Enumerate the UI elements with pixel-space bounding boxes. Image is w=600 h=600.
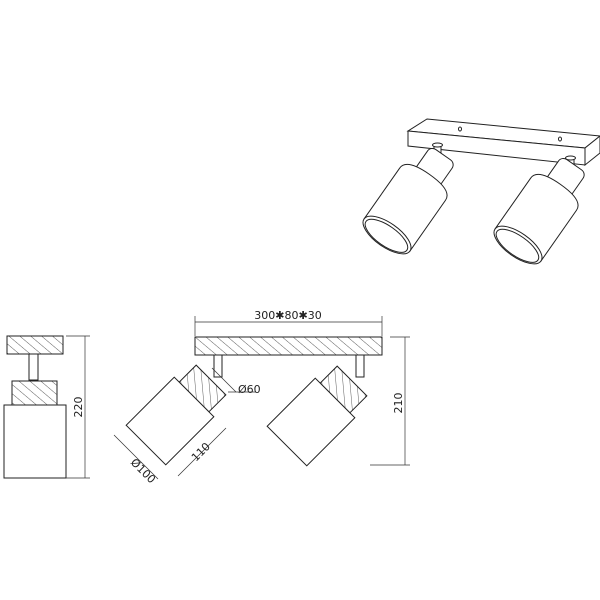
perspective-view — [362, 118, 600, 265]
dimension-total-height-side: 220 — [72, 397, 85, 418]
stem-left — [213, 354, 223, 378]
dimension-shade-diameter: Ø100 — [128, 456, 158, 486]
dimension-total-height-front: 210 — [392, 393, 405, 414]
spotlight-left — [362, 147, 454, 255]
side-view: 220 — [3, 335, 90, 479]
bar-section — [194, 336, 383, 356]
bar-section — [6, 335, 64, 355]
dimension-shade-length: 110 — [189, 440, 213, 464]
screw-hole — [458, 126, 462, 132]
spotlight-right — [266, 365, 368, 467]
spotlight-right — [493, 157, 585, 265]
stem — [28, 353, 39, 381]
screw-hole — [558, 136, 562, 142]
bar-side-face — [584, 135, 600, 167]
shade — [3, 404, 67, 479]
dimension-bar-size: 300✱80✱30 — [254, 309, 321, 322]
spotlight-left — [125, 364, 227, 466]
stem-right — [355, 354, 365, 378]
front-view: 300✱80✱30 Ø60 Ø100 110 210 — [113, 309, 410, 486]
holder — [11, 380, 58, 406]
dimension-holder-diameter: Ø60 — [238, 383, 261, 396]
